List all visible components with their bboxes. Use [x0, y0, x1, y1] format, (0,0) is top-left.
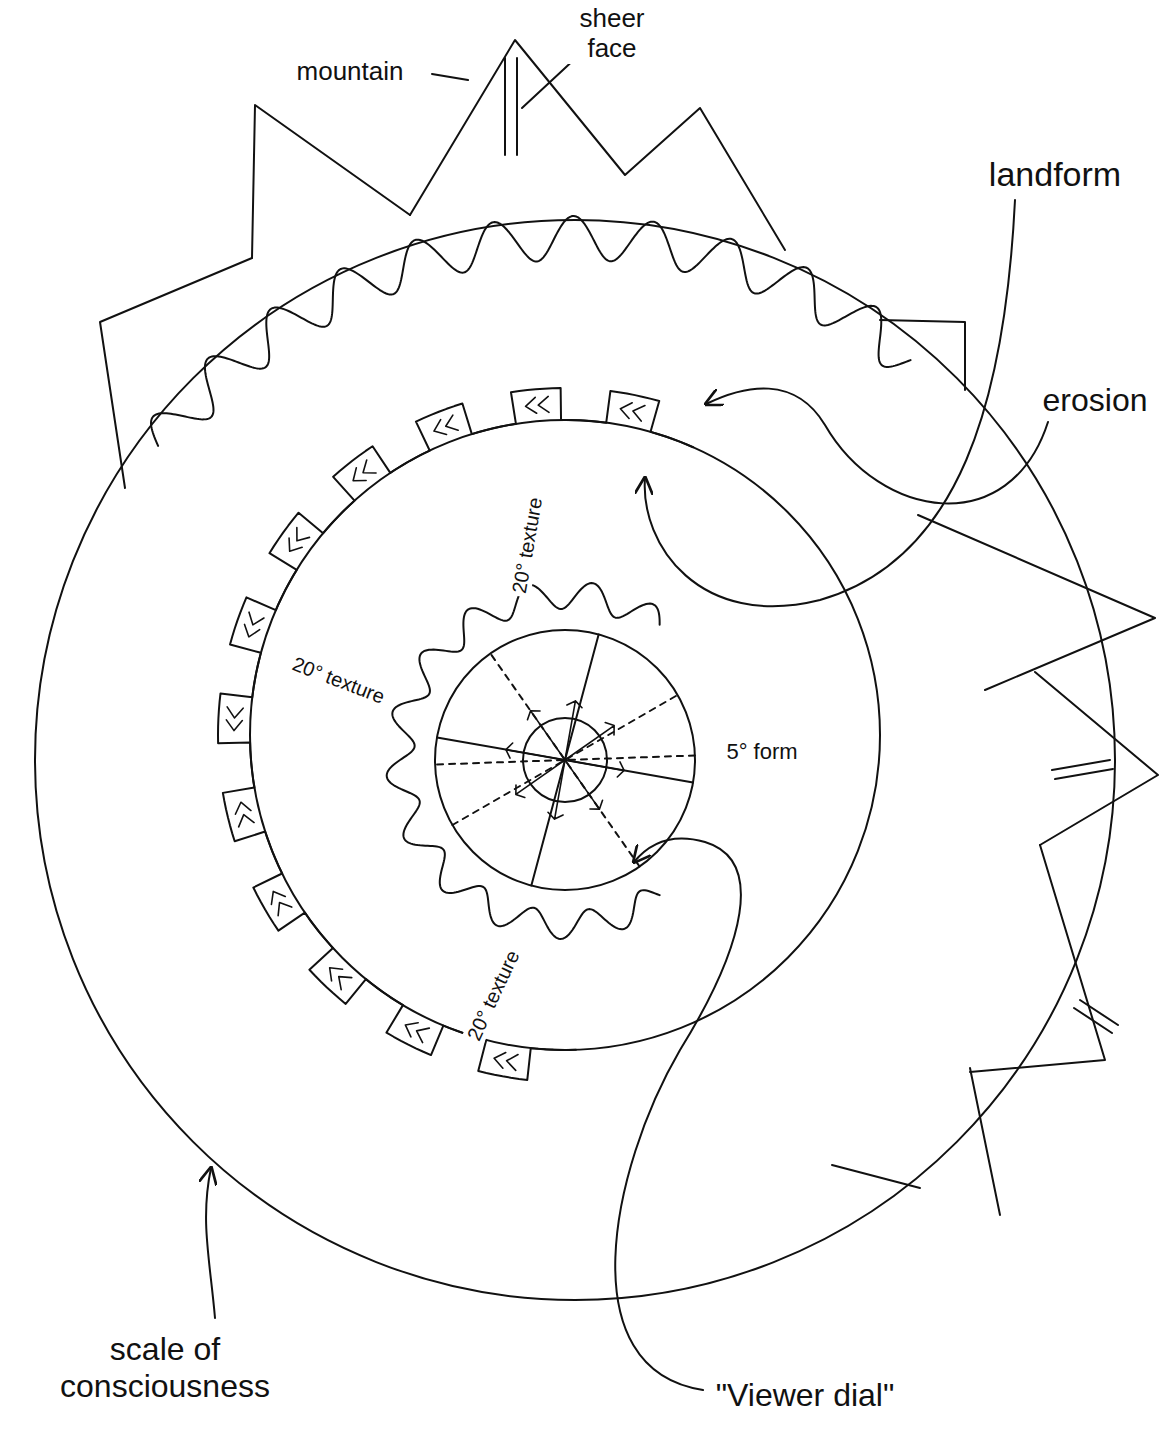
outer-circle [35, 220, 1115, 1300]
diagram-label: erosion [1040, 382, 1151, 419]
diagram-label: 20° texture [461, 943, 525, 1046]
landform-spike [970, 845, 1105, 1072]
label-text: erosion [1043, 382, 1148, 418]
sheer-face-mark [1080, 1000, 1118, 1025]
sheer-face-mark [504, 58, 506, 155]
dial-dashed-spokes [435, 654, 695, 867]
diagram-label: landform [986, 155, 1124, 194]
mountain-outline [252, 105, 410, 258]
label-text: 20° texture [289, 652, 387, 707]
erosion-wave [151, 216, 911, 446]
leader-arrow [206, 1168, 215, 1318]
landform-spike [970, 1068, 1000, 1215]
mountain-outline [410, 40, 785, 250]
leader-line [432, 74, 468, 80]
diagram-label: 5° form [723, 739, 800, 764]
label-text: mountain [297, 56, 404, 86]
texture-notches [218, 388, 693, 1080]
diagram-label: scale of consciousness [12, 1331, 318, 1405]
leader-arrow [645, 200, 1015, 606]
sheer-face-mark [1055, 769, 1113, 779]
sheer-face-mark [1074, 1008, 1112, 1033]
sheer-face-mark [1052, 760, 1110, 770]
landform-spike [1035, 672, 1158, 845]
label-text: landform [989, 155, 1121, 193]
landform-spike [832, 1165, 920, 1188]
label-text: 20° texture [507, 495, 546, 594]
diagram-label: mountain [294, 57, 407, 87]
leader-arrow [706, 388, 1048, 503]
diagram-label: 20° texture [286, 651, 390, 709]
sheer-face-mark [516, 58, 518, 155]
mountain-outline [880, 320, 965, 390]
viewer-dial-circle [435, 630, 695, 890]
diagram-label: "Viewer dial" [713, 1377, 898, 1414]
leader-arrow [615, 839, 741, 1390]
label-text: sheer face [579, 3, 644, 63]
label-text: scale of consciousness [60, 1331, 270, 1404]
landform-spike [918, 515, 1155, 690]
dial-spokes [437, 634, 693, 885]
texture-circle [250, 420, 880, 1050]
label-text: 20° texture [462, 946, 523, 1043]
center-arrows [506, 701, 624, 819]
label-text: 5° form [726, 739, 797, 764]
leader-line [522, 56, 578, 108]
label-text: "Viewer dial" [716, 1377, 895, 1413]
mountain-outline [100, 258, 252, 488]
diagram-label: sheer face [563, 4, 661, 64]
texture-chevrons [226, 396, 645, 1070]
diagram-label: 20° texture [507, 492, 548, 597]
